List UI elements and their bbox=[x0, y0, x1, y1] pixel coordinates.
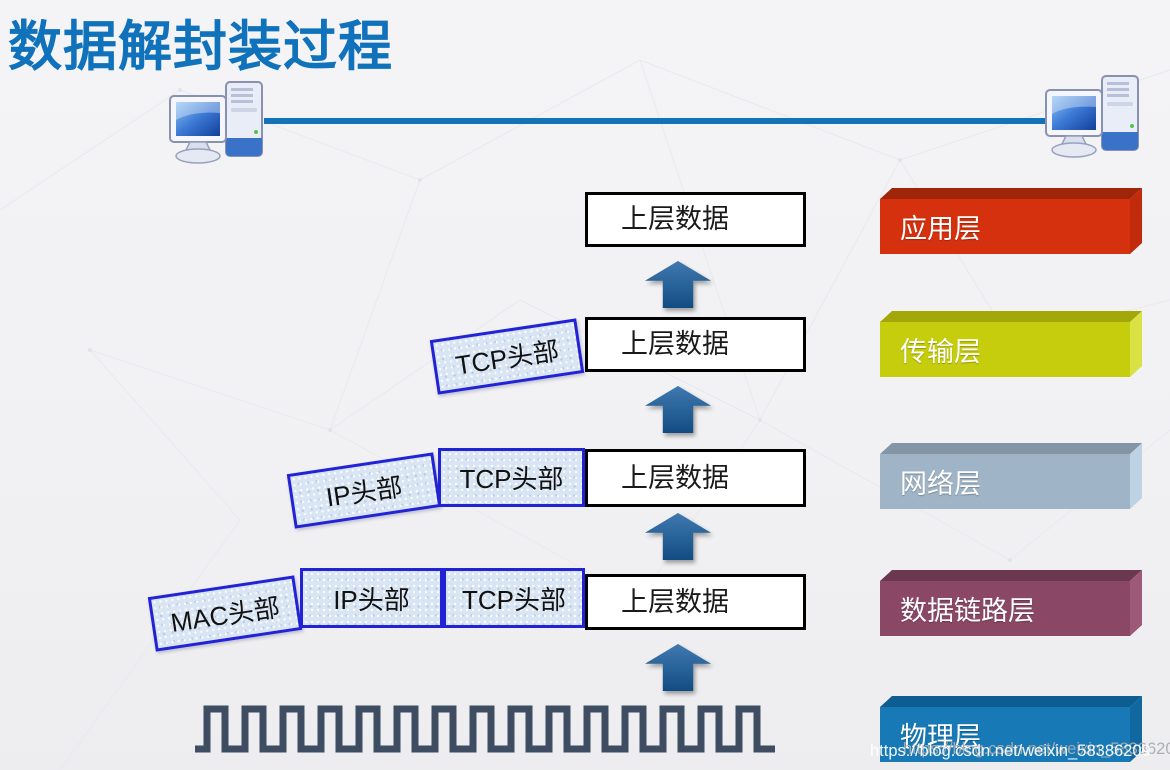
network-link-line bbox=[264, 118, 1050, 124]
computer-icon-left bbox=[169, 81, 263, 164]
ip-header-box: IP头部 bbox=[300, 568, 443, 628]
layer-bar-physical: 物理层 bbox=[880, 696, 1144, 764]
data-box-row3: 上层数据 bbox=[585, 449, 806, 507]
data-box-row2: 上层数据 bbox=[585, 317, 806, 372]
layer-label: 传输层 bbox=[900, 337, 981, 367]
layer-label: 网络层 bbox=[900, 469, 981, 499]
layer-bar-datalink: 数据链路层 bbox=[880, 570, 1144, 638]
data-box-row1: 上层数据 bbox=[585, 192, 806, 247]
layer-label: 物理层 bbox=[900, 722, 981, 752]
data-box-row4: 上层数据 bbox=[585, 574, 806, 630]
tcp-header-box: TCP头部 bbox=[438, 448, 585, 507]
square-wave-signal bbox=[195, 705, 775, 753]
layer-bar-transport: 传输层 bbox=[880, 311, 1144, 379]
page-title: 数据解封装过程 bbox=[8, 17, 393, 77]
up-arrow-icon bbox=[645, 261, 711, 308]
computer-icon-right bbox=[1045, 75, 1139, 158]
mac-header-box-tilted: MAC头部 bbox=[147, 575, 303, 652]
up-arrow-icon bbox=[645, 644, 711, 691]
layer-bar-network: 网络层 bbox=[880, 443, 1144, 511]
up-arrow-icon bbox=[645, 386, 711, 433]
tcp-header-box: TCP头部 bbox=[443, 568, 585, 628]
tcp-header-box-tilted: TCP头部 bbox=[429, 318, 585, 395]
up-arrow-icon bbox=[645, 513, 711, 560]
layer-label: 应用层 bbox=[900, 214, 981, 244]
layer-label: 数据链路层 bbox=[900, 596, 1035, 626]
layer-bar-application: 应用层 bbox=[880, 188, 1144, 256]
ip-header-box-tilted: IP头部 bbox=[286, 452, 442, 529]
